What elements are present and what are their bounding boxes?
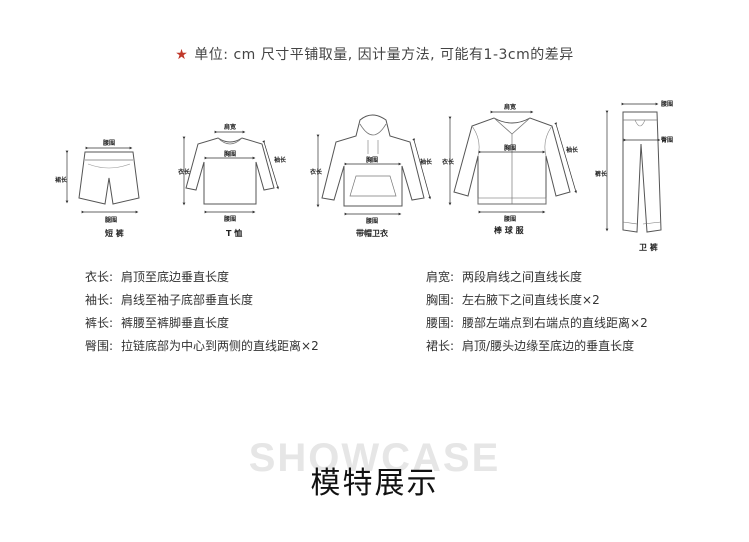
showcase-heading: SHOWCASE 模特展示	[0, 436, 749, 501]
definition-term: 胸围:	[426, 293, 455, 307]
definition-term: 臀围:	[85, 339, 114, 353]
hoodie-hem-label: 腰围	[365, 217, 378, 225]
definition-row: 裤长: 裤腰至裤脚垂直长度	[85, 312, 319, 335]
hoodie-chest-label: 胸围	[366, 156, 378, 164]
hoodie-sleeve-label: 袖长	[420, 158, 433, 166]
definition-desc: 腰部左端点到右端点的直线距离×2	[462, 316, 648, 330]
definition-term: 衣长:	[85, 270, 114, 284]
definition-desc: 拉链底部为中心到两侧的直线距离×2	[121, 339, 319, 353]
shorts-length-label: 裙长	[55, 176, 68, 184]
definition-row: 裙长: 肩顶/腰头边缘至底边的垂直长度	[426, 335, 648, 358]
figure-tshirt: 肩宽 胸围 腰围 衣长 袖长 T 恤	[178, 118, 288, 238]
jacket-length-label: 衣长	[442, 158, 455, 166]
figure-jacket: 肩宽 胸围 腰围 衣长 袖长 棒 球 服	[442, 100, 582, 235]
showcase-english-watermark: SHOWCASE	[248, 436, 501, 480]
tshirt-length-label: 衣长	[178, 168, 191, 176]
hoodie-drawing: 胸围 腰围 衣长 袖长	[310, 114, 433, 225]
shorts-waist-label: 腰围	[102, 139, 115, 147]
tshirt-shoulder-label: 肩宽	[224, 123, 236, 131]
tshirt-sleeve-label: 袖长	[274, 156, 287, 164]
pants-length-label: 裤长	[595, 170, 608, 178]
definition-row: 腰围: 腰部左端点到右端点的直线距离×2	[426, 312, 648, 335]
jacket-shoulder-label: 肩宽	[504, 103, 516, 111]
definition-term: 裙长:	[426, 339, 455, 353]
definition-term: 肩宽:	[426, 270, 455, 284]
jacket-label: 棒 球 服	[494, 226, 524, 235]
star-icon: ★	[175, 47, 189, 63]
definition-row: 臀围: 拉链底部为中心到两侧的直线距离×2	[85, 335, 319, 358]
unit-note-text: 单位: cm 尺寸平铺取量, 因计量方法, 可能有1-3cm的差异	[194, 47, 574, 63]
tshirt-label: T 恤	[226, 229, 243, 238]
definition-row: 肩宽: 两段肩线之间直线长度	[426, 266, 648, 289]
jacket-chest-label: 胸围	[504, 144, 516, 152]
jacket-drawing: 肩宽 胸围 腰围 衣长 袖长	[442, 103, 579, 223]
pants-waist-label: 腰围	[660, 100, 673, 108]
figure-shorts: 腰围 腿围 裙长 短 裤	[55, 130, 160, 238]
showcase-title: 模特展示	[310, 466, 439, 501]
jacket-hem-label: 腰围	[503, 215, 516, 223]
definition-desc: 裤腰至裤脚垂直长度	[121, 316, 230, 330]
hoodie-length-label: 衣长	[310, 168, 323, 176]
definition-desc: 肩顶至底边垂直长度	[121, 270, 230, 284]
definition-desc: 肩线至袖子底部垂直长度	[121, 293, 254, 307]
definition-row: 袖长: 肩线至袖子底部垂直长度	[85, 289, 319, 312]
hoodie-label: 带帽卫衣	[356, 229, 388, 238]
pants-label: 卫 裤	[639, 243, 658, 252]
figure-hoodie: 胸围 腰围 衣长 袖长 带帽卫衣	[310, 110, 435, 238]
tshirt-hem-label: 腰围	[223, 215, 236, 223]
figure-pants: 腰围 臀围 裤长 卫 裤	[595, 92, 685, 252]
definition-row: 胸围: 左右腋下之间直线长度×2	[426, 289, 648, 312]
pants-hip-label: 臀围	[661, 136, 673, 144]
unit-note: ★ 单位: cm 尺寸平铺取量, 因计量方法, 可能有1-3cm的差异	[0, 44, 749, 64]
shorts-label: 短 裤	[105, 229, 124, 238]
tshirt-drawing: 肩宽 胸围 腰围 衣长 袖长	[178, 123, 287, 223]
shorts-hip-label: 腿围	[105, 216, 117, 224]
definition-desc: 左右腋下之间直线长度×2	[462, 293, 600, 307]
definition-desc: 两段肩线之间直线长度	[462, 270, 583, 284]
definition-row: 衣长: 肩顶至底边垂直长度	[85, 266, 319, 289]
jacket-sleeve-label: 袖长	[566, 146, 579, 154]
tshirt-chest-label: 胸围	[224, 150, 236, 158]
definition-term: 腰围:	[426, 316, 455, 330]
shorts-drawing: 腰围 腿围 裙长	[55, 139, 140, 224]
definition-term: 袖长:	[85, 293, 114, 307]
definition-desc: 肩顶/腰头边缘至底边的垂直长度	[462, 339, 635, 353]
definition-term: 裤长:	[85, 316, 114, 330]
definitions-right: 肩宽: 两段肩线之间直线长度 胸围: 左右腋下之间直线长度×2 腰围: 腰部左端点到右…	[426, 266, 648, 358]
pants-drawing: 腰围 臀围 裤长	[595, 100, 673, 233]
definitions-left: 衣长: 肩顶至底边垂直长度 袖长: 肩线至袖子底部垂直长度 裤长: 裤腰至裤脚垂直长度…	[85, 266, 319, 358]
